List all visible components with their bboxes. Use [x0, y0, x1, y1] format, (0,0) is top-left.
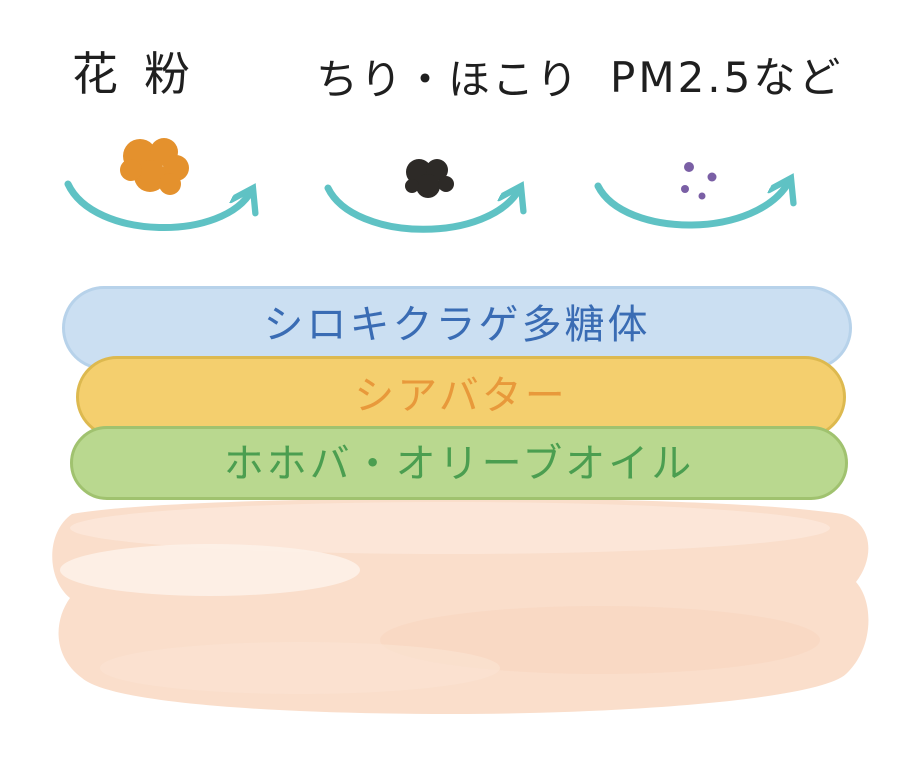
- deflect-arrows: [64, 180, 790, 233]
- layer-jojoba-olive-oil: ホホバ・オリーブオイル: [70, 426, 848, 500]
- skin-highlight-top: [70, 502, 830, 554]
- skin-highlight-bottom: [100, 642, 500, 694]
- deflect-arrow-pm25: [594, 180, 790, 229]
- layer-label-shea: シアバター: [354, 373, 568, 419]
- deflect-arrow-pollen: [64, 180, 252, 231]
- deflect-arrow-dust: [324, 188, 520, 233]
- label-pollen: 花粉: [72, 47, 216, 101]
- skin-highlight-left: [60, 544, 360, 596]
- dust-blob-icon: [405, 159, 454, 198]
- pm25-dots-icon: [681, 162, 717, 200]
- pollen-blob-icon: [120, 138, 189, 195]
- label-pm25: PM2.5など: [610, 53, 844, 102]
- skin-shade-bottom: [380, 606, 820, 674]
- layer-label-jojoba: ホホバ・オリーブオイル: [223, 441, 695, 487]
- label-dust: ちり・ほこり: [316, 55, 581, 104]
- layer-label-tremella: シロキクラゲ多糖体: [263, 302, 651, 348]
